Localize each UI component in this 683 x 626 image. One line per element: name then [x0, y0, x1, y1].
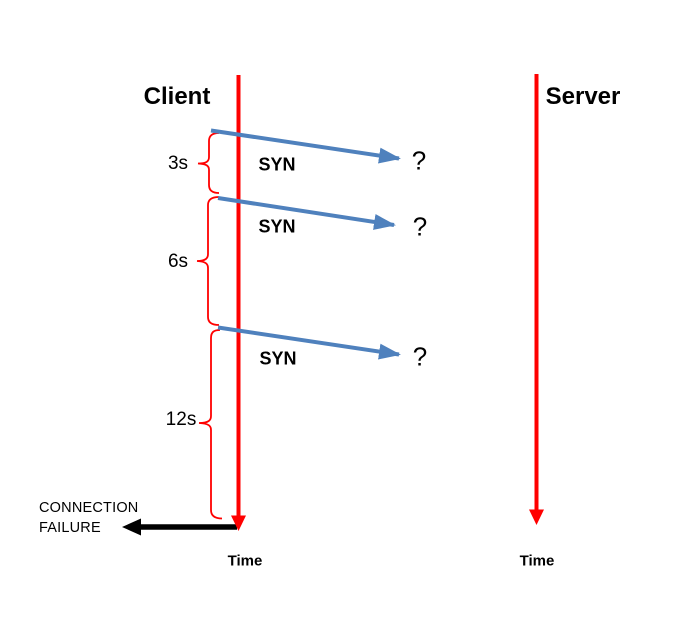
- connection-failure-line2: FAILURE: [39, 520, 101, 536]
- connection-failure-arrowhead: [122, 518, 141, 536]
- syn-arrow-2: [217, 196, 396, 230]
- syn-arrow-1: [210, 128, 401, 164]
- client-title: Client: [143, 83, 211, 110]
- server-timeline-arrowhead: [529, 509, 544, 525]
- timeout-brace-6s: [196, 196, 220, 326]
- server-title: Server: [545, 83, 621, 110]
- timeout-label-6s: 6s: [167, 251, 189, 272]
- time-axis-label-server: Time: [519, 552, 555, 570]
- syn-label-1: SYN: [258, 154, 296, 175]
- timeout-label-3s: 3s: [167, 153, 189, 174]
- connection-failure-label: CONNECTION FAILURE: [39, 498, 138, 538]
- client-timeline-arrowhead: [231, 515, 246, 531]
- time-axis-label-client: Time: [227, 552, 263, 570]
- question-mark-3: ?: [412, 341, 428, 372]
- question-mark-2: ?: [412, 211, 428, 242]
- timeout-brace-3s: [197, 132, 220, 194]
- question-mark-1: ?: [411, 145, 427, 176]
- connection-failure-line1: CONNECTION: [39, 500, 139, 516]
- syn-arrow-3: [217, 325, 401, 360]
- syn-label-2: SYN: [258, 216, 296, 237]
- timeout-label-12s: 12s: [165, 409, 197, 430]
- timeout-brace-12s: [198, 329, 223, 520]
- syn-label-3: SYN: [259, 348, 297, 369]
